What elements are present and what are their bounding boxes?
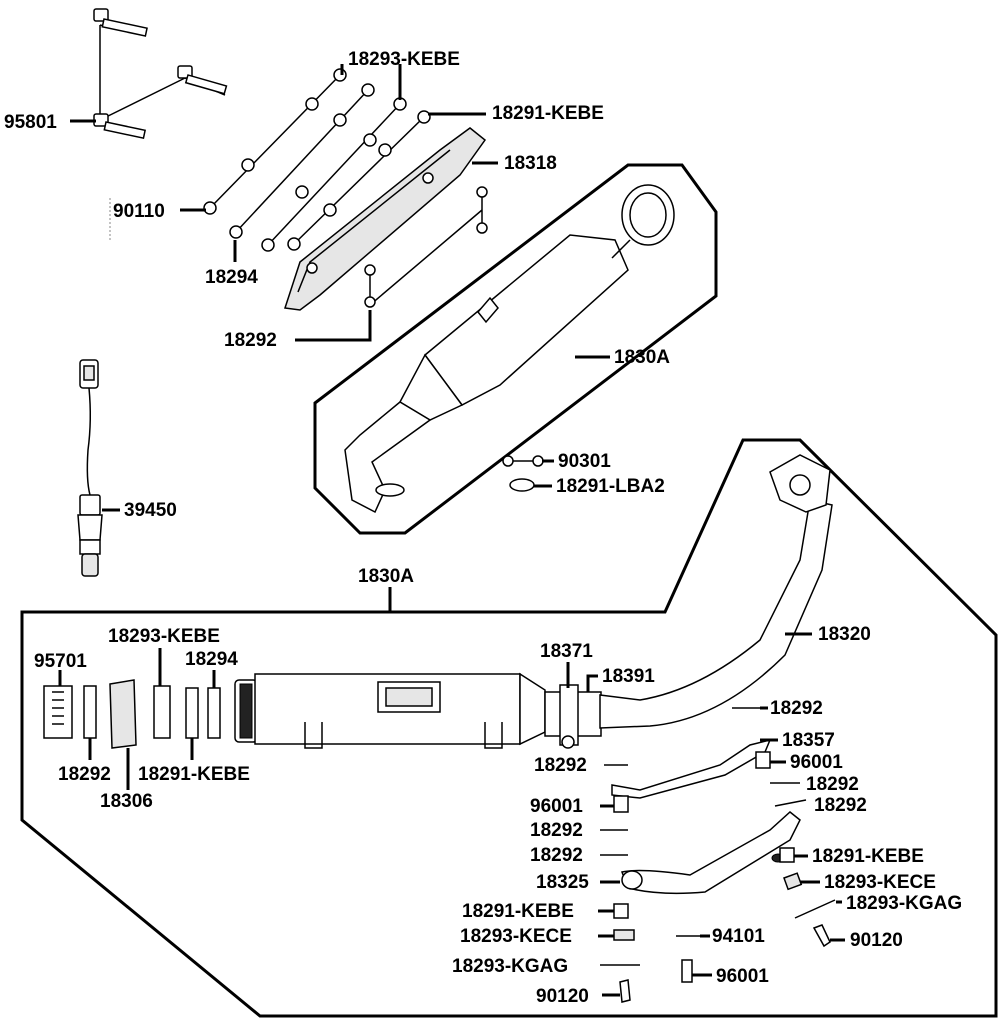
label-18325: 18325 <box>536 872 589 893</box>
label-18294-left: 18294 <box>185 649 238 670</box>
group-outline-top <box>313 163 718 535</box>
label-18292-r1: 18292 <box>770 698 823 719</box>
label-18291-kebe-left: 18291-KEBE <box>138 764 250 785</box>
gaskets-18294-chain <box>229 83 375 239</box>
part-18291-kebe-c <box>613 903 629 919</box>
part-95701 <box>43 685 73 739</box>
part-90120-c <box>619 979 631 1003</box>
label-18291-kebe-c: 18291-KEBE <box>462 901 574 922</box>
header-pipe-18320 <box>599 454 833 729</box>
label-18292-r3: 18292 <box>814 795 867 816</box>
part-90120-r <box>812 924 831 948</box>
label-18357: 18357 <box>782 730 835 751</box>
label-1830a-bottom: 1830A <box>358 566 414 587</box>
part-18291-kebe-r <box>779 847 795 863</box>
part-96001-r1 <box>755 751 771 769</box>
leader-18292-top <box>295 310 372 342</box>
label-18306: 18306 <box>100 791 153 812</box>
label-18292-c3: 18292 <box>530 845 583 866</box>
label-18292-top: 18292 <box>224 330 277 351</box>
part-18294-left <box>207 687 221 739</box>
gasket-18291-lba2 <box>509 478 535 492</box>
gaskets-18291-chain <box>287 110 431 251</box>
brackets-18292-top <box>364 186 488 308</box>
label-39450: 39450 <box>124 500 177 521</box>
label-95801: 95801 <box>4 112 57 133</box>
label-18293-kece-c: 18293-KECE <box>460 926 572 947</box>
label-18320: 18320 <box>818 624 871 645</box>
label-18294-top: 18294 <box>205 267 258 288</box>
bolts-95801 <box>93 8 228 140</box>
part-18306 <box>109 679 137 749</box>
part-96001-b <box>681 959 693 983</box>
label-90110: 90110 <box>113 201 165 222</box>
muffler-1830a-top <box>344 184 675 514</box>
label-18318: 18318 <box>504 153 557 174</box>
label-18292-r2: 18292 <box>806 774 859 795</box>
part-18292-r3 <box>774 799 807 807</box>
label-18293-kebe-left: 18293-KEBE <box>108 626 220 647</box>
label-18391: 18391 <box>602 666 655 687</box>
label-18291-kebe-r: 18291-KEBE <box>812 846 924 867</box>
part-18292-left <box>83 685 97 739</box>
label-96001-r1: 96001 <box>790 752 843 773</box>
label-96001-c: 96001 <box>530 796 583 817</box>
leader-18391 <box>586 674 598 692</box>
bolts-90301 <box>502 455 544 467</box>
group-outline-bottom <box>20 438 998 1018</box>
label-18291-lba2: 18291-LBA2 <box>556 476 665 497</box>
label-18293-kgag-c: 18293-KGAG <box>452 956 568 977</box>
muffler-body-bottom <box>234 672 546 749</box>
label-18292-c2: 18292 <box>530 820 583 841</box>
part-18293-kece-c <box>613 929 635 941</box>
label-90120-r: 90120 <box>850 930 903 951</box>
part-18293-kgag-r <box>794 899 836 919</box>
label-94101: 94101 <box>712 926 765 947</box>
part-18293-kebe-left <box>153 685 171 739</box>
label-18293-kgag-r: 18293-KGAG <box>846 893 962 914</box>
label-90301: 90301 <box>558 451 611 472</box>
label-90120-c: 90120 <box>536 986 589 1007</box>
label-95701: 95701 <box>34 651 87 672</box>
bracket-18357 <box>611 738 772 799</box>
label-18292-c1: 18292 <box>534 755 587 776</box>
label-18292-left: 18292 <box>58 764 111 785</box>
label-1830a-top: 1830A <box>614 347 670 368</box>
muffler-rear-18325 <box>620 811 801 895</box>
heat-shield-18318 <box>284 127 487 311</box>
label-96001-b: 96001 <box>716 966 769 987</box>
label-18371: 18371 <box>540 641 593 662</box>
part-18291-kebe-left <box>185 687 199 739</box>
part-96001-c <box>613 795 629 813</box>
o2-sensor-39450 <box>77 359 103 577</box>
gaskets-18293-chain <box>261 97 407 252</box>
label-18291-kebe-top: 18291-KEBE <box>492 103 604 124</box>
clamp-18371 <box>544 684 602 749</box>
label-18293-kece-r: 18293-KECE <box>824 872 936 893</box>
part-18293-kece-r <box>783 872 803 891</box>
label-18293-kebe-top: 18293-KEBE <box>348 49 460 70</box>
